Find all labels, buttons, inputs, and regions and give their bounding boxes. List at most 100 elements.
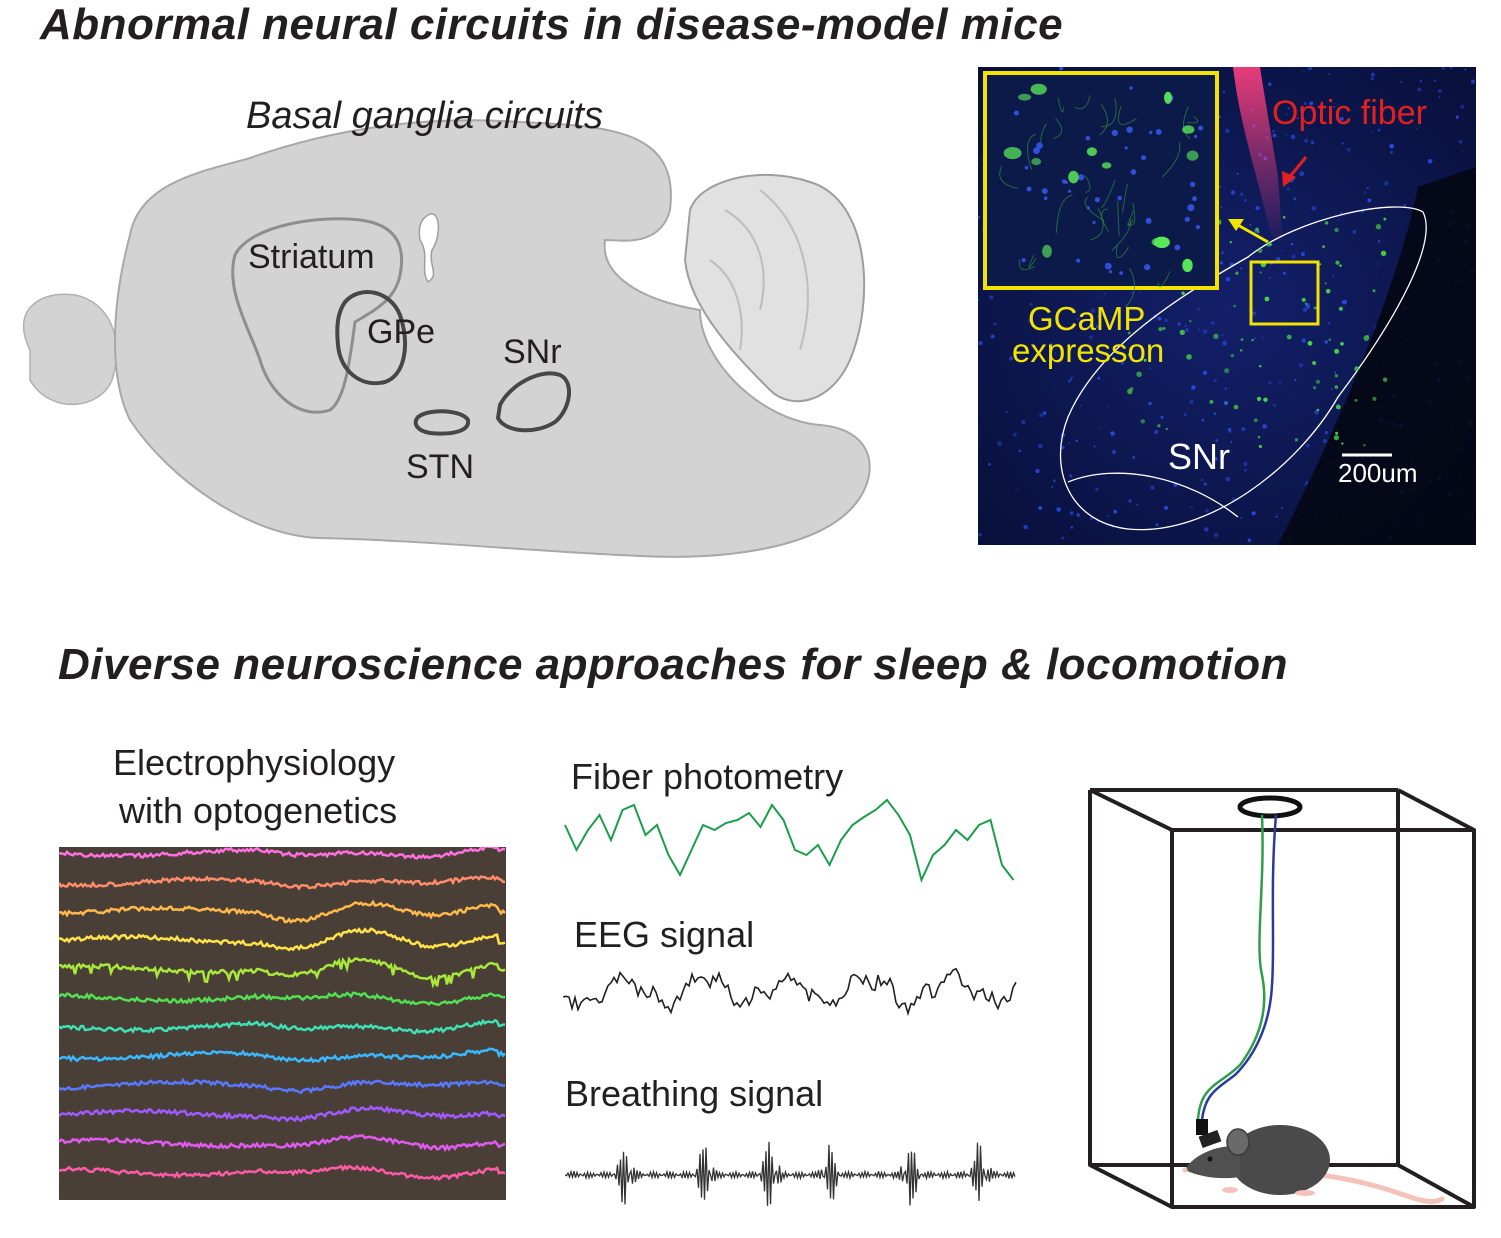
ephys-trace bbox=[59, 956, 506, 989]
nucleus-dot bbox=[1364, 191, 1366, 194]
red-arrow-head bbox=[1282, 171, 1296, 187]
nucleus-dot bbox=[1306, 443, 1311, 448]
inset-neurite bbox=[1127, 210, 1135, 227]
mouse-body bbox=[1230, 1125, 1330, 1195]
gcamp-cell bbox=[1257, 230, 1260, 234]
gcamp-cell bbox=[1209, 400, 1214, 404]
nucleus-dot bbox=[1272, 403, 1277, 408]
nucleus-dot bbox=[1309, 101, 1314, 106]
nucleus-dot bbox=[1015, 487, 1018, 490]
nucleus-dot bbox=[1247, 538, 1252, 542]
nucleus-dot bbox=[1164, 318, 1168, 323]
nucleus-dot bbox=[1449, 67, 1453, 70]
gcamp-cell bbox=[1375, 224, 1382, 230]
nucleus-dot bbox=[1114, 345, 1117, 348]
nucleus-dot bbox=[1068, 442, 1071, 444]
nucleus-dot bbox=[1366, 187, 1369, 190]
inset-neurite bbox=[1084, 175, 1091, 194]
gcamp-cell bbox=[1338, 306, 1343, 311]
gpe-nucleus bbox=[335, 290, 407, 386]
gcamp-cell bbox=[1294, 438, 1298, 442]
brain-sagittal-diagram bbox=[23, 119, 871, 558]
nucleus-dot bbox=[1384, 181, 1389, 186]
gcamp-cell bbox=[1266, 242, 1271, 247]
nucleus-dot bbox=[1079, 404, 1082, 407]
ephys-trace bbox=[59, 1047, 506, 1064]
nucleus-dot bbox=[980, 158, 983, 161]
gcamp-cell bbox=[1282, 215, 1286, 219]
gcamp-cell bbox=[1240, 349, 1243, 352]
yellow-arrow-head bbox=[1228, 219, 1244, 231]
gcamp-cell bbox=[1324, 282, 1327, 285]
cerebrum-shape bbox=[114, 119, 871, 558]
nucleus-dot bbox=[1154, 429, 1159, 435]
nucleus-dot bbox=[1279, 381, 1281, 384]
nucleus-dot bbox=[1130, 291, 1134, 294]
nucleus-dot bbox=[1275, 515, 1278, 518]
nucleus-dot bbox=[1070, 526, 1073, 529]
gcamp-cell bbox=[1335, 431, 1339, 435]
inset-gcamp-cell bbox=[1182, 258, 1193, 273]
nucleus-dot bbox=[1183, 413, 1187, 417]
fiber-photometry-trace-panel bbox=[564, 798, 1015, 883]
mouse-feet-front bbox=[1222, 1187, 1238, 1193]
gcamp-cell bbox=[1363, 444, 1366, 447]
nucleus-dot bbox=[1415, 127, 1418, 130]
striatum-label: Striatum bbox=[248, 238, 375, 276]
nucleus-dot bbox=[1097, 314, 1101, 319]
inset-nucleus bbox=[1155, 129, 1162, 135]
olfactory-bulb-shape bbox=[23, 293, 118, 406]
nucleus-dot bbox=[1346, 147, 1351, 152]
gcamp-cell bbox=[1181, 291, 1185, 295]
inset-gcamp-cell bbox=[1151, 238, 1163, 247]
inset-neurite bbox=[1183, 106, 1191, 140]
nucleus-dot bbox=[1371, 72, 1375, 77]
nucleus-dot bbox=[1005, 411, 1008, 414]
nucleus-dot bbox=[1225, 476, 1230, 482]
nucleus-dot bbox=[1056, 507, 1061, 512]
nucleus-dot bbox=[1268, 381, 1272, 385]
gcamp-cell bbox=[1263, 397, 1268, 402]
nucleus-dot bbox=[1281, 507, 1284, 510]
inset-nucleus bbox=[1184, 216, 1190, 222]
inset-neurite bbox=[1162, 142, 1181, 178]
inset-neurite bbox=[1111, 218, 1131, 252]
mouse-tail bbox=[1317, 1172, 1445, 1204]
gcamp-cell bbox=[1253, 418, 1258, 423]
nucleus-dot bbox=[1370, 131, 1373, 134]
gcamp-cell bbox=[1257, 248, 1263, 254]
inset-gcamp-cell bbox=[1101, 162, 1112, 169]
gcamp-cell bbox=[1158, 327, 1163, 332]
inset-nucleus bbox=[1068, 189, 1072, 193]
inset-nucleus bbox=[1193, 134, 1198, 139]
gcamp-cell bbox=[1307, 340, 1313, 346]
ephys-trace bbox=[59, 1018, 505, 1035]
nucleus-dot bbox=[1303, 69, 1305, 72]
nucleus-dot bbox=[1023, 524, 1028, 530]
nucleus-dot bbox=[1236, 172, 1239, 175]
nucleus-dot bbox=[1241, 427, 1246, 431]
nucleus-dot bbox=[1225, 277, 1231, 282]
nucleus-dot bbox=[1132, 456, 1136, 459]
nucleus-dot bbox=[1458, 140, 1463, 144]
nucleus-dot bbox=[1438, 96, 1441, 98]
nucleus-dot bbox=[1076, 513, 1080, 517]
gcamp-cell bbox=[1233, 404, 1239, 410]
inset-neurite bbox=[1100, 208, 1110, 232]
nucleus-dot bbox=[1252, 311, 1256, 316]
nucleus-dot bbox=[1341, 142, 1344, 145]
nucleus-dot bbox=[1018, 449, 1022, 453]
nucleus-dot bbox=[1164, 505, 1169, 510]
inset-neurite bbox=[1057, 97, 1065, 113]
nucleus-dot bbox=[1378, 240, 1381, 243]
nucleus-dot bbox=[1305, 481, 1308, 484]
nucleus-dot bbox=[1205, 508, 1209, 513]
ephys-trace bbox=[59, 927, 506, 952]
gcamp-cell bbox=[1129, 387, 1134, 391]
nucleus-dot bbox=[1338, 219, 1340, 221]
nucleus-dot bbox=[1255, 206, 1260, 211]
nucleus-dot bbox=[978, 215, 981, 220]
nucleus-dot bbox=[1221, 251, 1224, 255]
gcamp-cell bbox=[1354, 398, 1358, 402]
nucleus-dot bbox=[1148, 401, 1152, 406]
